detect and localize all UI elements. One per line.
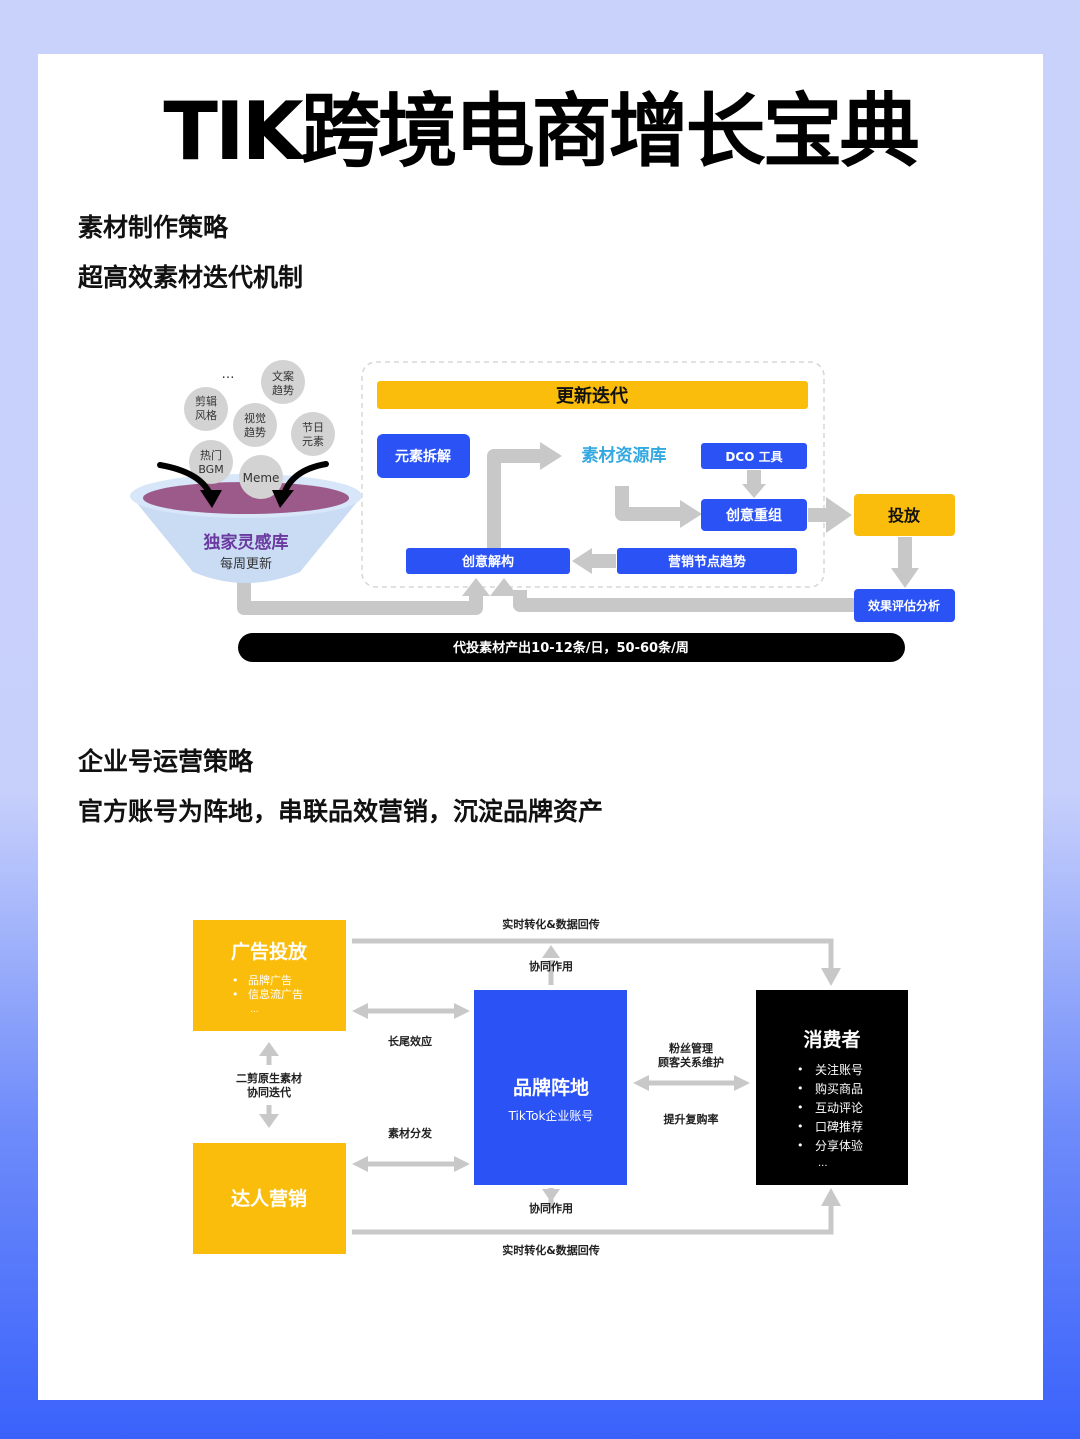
bubble-jianji-2: 风格: [195, 408, 217, 422]
update-bar: [377, 381, 808, 409]
kol-box: [193, 1143, 346, 1254]
bowl-loop-arrow: [237, 580, 483, 615]
marketing-trend-label: 营销节点趋势: [668, 554, 746, 570]
top-link-line: [352, 938, 834, 972]
fan-mgmt-label-1: 粉丝管理: [669, 1041, 713, 1055]
effect-eval-box: [854, 589, 955, 622]
recombine-label: 创意重组: [725, 507, 782, 524]
bowl-subtitle: 每周更新: [220, 556, 272, 572]
consumer-box: [756, 990, 908, 1185]
update-bar-label: 更新迭代: [556, 385, 628, 407]
creative-deconstruct-box: [406, 548, 570, 574]
page-title: TIK跨境电商增长宝典: [163, 85, 919, 178]
bubble-wenan-2: 趋势: [272, 384, 294, 397]
svg-text:•: •: [797, 1101, 804, 1114]
ads-item-2: 信息流广告: [248, 987, 303, 1001]
brand-subtitle: TikTok企业账号: [508, 1108, 594, 1123]
consumer-item-2: 购买商品: [815, 1081, 863, 1096]
section2-heading: 企业号运营策略: [78, 747, 254, 776]
consumer-item-5: 分享体验: [815, 1138, 863, 1153]
ads-box: [193, 920, 346, 1031]
ads-title: 广告投放: [231, 940, 308, 963]
marketing-trend-box: [617, 548, 797, 574]
section1-subheading: 超高效素材迭代机制: [78, 263, 304, 292]
bubble-jianji-1: 剪辑: [195, 394, 217, 408]
bubble-remen-2: BGM: [198, 463, 223, 476]
inspiration-bowl: [130, 474, 362, 583]
creative-deconstruct-label: 创意解构: [461, 554, 514, 570]
bubble-jieri-1: 节日: [302, 421, 324, 434]
consumer-item-4: 口碑推荐: [815, 1119, 863, 1134]
deconstruct-up-arrow: [487, 449, 540, 548]
svg-text:•: •: [797, 1139, 804, 1152]
ads-item-1: 品牌广告: [248, 973, 292, 987]
svg-text:•: •: [232, 988, 239, 1001]
bubble-meme: Meme: [243, 471, 280, 485]
eval-back-arrow: [513, 590, 854, 612]
bubble-wenan-1: 文案: [272, 369, 294, 383]
element-split-box: [377, 434, 470, 478]
top-link-label: 实时转化&数据回传: [502, 917, 600, 931]
remix-label-2: 协同迭代: [247, 1085, 291, 1099]
bubble-ellipsis: …: [222, 367, 235, 382]
bottom-link-line: [352, 1200, 834, 1235]
brand-box: [474, 990, 627, 1185]
consumer-title: 消费者: [803, 1028, 860, 1051]
ads-more: ...: [250, 1005, 259, 1015]
brand-title: 品牌阵地: [513, 1076, 589, 1099]
repurchase-label: 提升复购率: [664, 1112, 719, 1126]
consumer-item-1: 关注账号: [815, 1062, 863, 1077]
synergy-top-label: 协同作用: [529, 959, 573, 973]
effect-eval-label: 效果评估分析: [868, 598, 940, 613]
dco-tool-box: [701, 443, 807, 469]
synergy-bottom-label: 协同作用: [529, 1201, 573, 1215]
bubble-jieri-2: 元素: [302, 435, 324, 448]
consumer-item-3: 互动评论: [815, 1101, 863, 1115]
library-to-recombine-arrow: [615, 486, 680, 521]
element-split-label: 元素拆解: [395, 448, 451, 465]
material-dist-label: 素材分发: [388, 1126, 433, 1140]
svg-text:•: •: [797, 1063, 804, 1076]
dco-tool-label: DCO 工具: [725, 450, 782, 464]
output-bar-label: 代投素材产出10-12条/日，50-60条/周: [452, 640, 689, 656]
long-tail-label: 长尾效应: [388, 1034, 432, 1048]
recombine-box: [701, 499, 807, 531]
kol-title: 达人营销: [231, 1187, 307, 1210]
svg-text:•: •: [797, 1082, 804, 1095]
remix-label-1: 二剪原生素材: [236, 1071, 302, 1085]
bubble-remen-1: 热门: [200, 448, 222, 462]
bottom-link-label: 实时转化&数据回传: [502, 1243, 600, 1257]
section2-subheading: 官方账号为阵地，串联品效营销，沉淀品牌资产: [78, 797, 604, 826]
svg-text:•: •: [797, 1120, 804, 1133]
consumer-more: ...: [818, 1158, 828, 1169]
library-label: 素材资源库: [582, 445, 667, 466]
bubble-shijue-2: 趋势: [244, 426, 266, 439]
output-bar: [238, 633, 905, 662]
deliver-label: 投放: [888, 506, 921, 525]
bowl-title: 独家灵感库: [204, 532, 289, 553]
deliver-box: [854, 494, 955, 536]
iteration-panel: [361, 361, 825, 588]
bubble-shijue-1: 视觉: [244, 411, 266, 425]
svg-text:•: •: [232, 974, 239, 987]
section1-heading: 素材制作策略: [78, 213, 229, 242]
fan-mgmt-label-2: 顾客关系维护: [658, 1055, 724, 1069]
